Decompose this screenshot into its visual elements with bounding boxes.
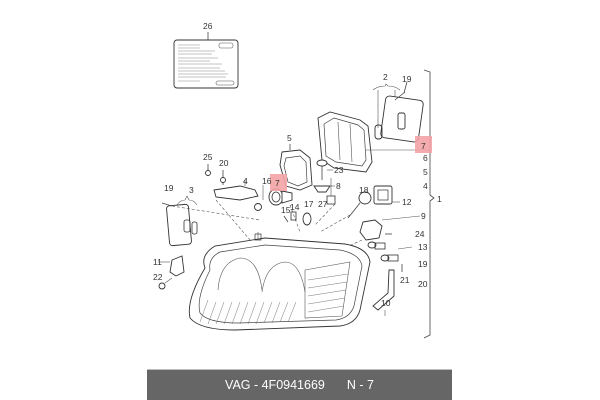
headlight-housing <box>188 232 371 331</box>
parts-diagram: 26 2 19 7 6 5 4 1 5 25 20 4 16 7 23 8 19… <box>153 21 442 339</box>
part-caption-bar: VAG - 4F0941669 N - 7 <box>147 369 452 400</box>
callout-10: 10 <box>381 298 391 308</box>
mounting-clip <box>158 255 185 290</box>
callout-21: 21 <box>400 275 410 285</box>
highlight-callout-7-right <box>415 136 432 153</box>
callout-14: 14 <box>290 202 300 212</box>
callout-15: 15 <box>281 205 291 215</box>
part-number-text: VAG - 4F0941669 <box>225 378 325 392</box>
callout-25: 25 <box>203 152 213 162</box>
warning-label-card <box>173 32 239 89</box>
callout-27: 27 <box>318 199 328 209</box>
callout-4: 4 <box>243 176 248 186</box>
callout-1: 1 <box>437 194 442 204</box>
callout-24: 24 <box>415 229 425 239</box>
callout-3: 3 <box>189 185 194 195</box>
callout-12: 12 <box>402 197 412 207</box>
callout-26: 26 <box>203 21 213 31</box>
callout-labels: 26 2 19 7 6 5 4 1 5 25 20 4 16 7 23 8 19… <box>153 21 442 308</box>
callout-23: 23 <box>334 165 344 175</box>
ballast-control-unit <box>372 81 424 143</box>
callout-8: 8 <box>336 181 341 191</box>
callout-4: 4 <box>423 181 428 191</box>
callout-11: 11 <box>153 257 162 267</box>
callout-9: 9 <box>421 211 426 221</box>
small-fasteners <box>283 178 336 226</box>
gasket-frame <box>279 144 313 191</box>
callout-7: 7 <box>421 141 426 151</box>
callout-19: 19 <box>402 74 412 84</box>
callout-13: 13 <box>418 242 428 252</box>
callout-18: 18 <box>359 185 369 195</box>
bulb-holder <box>359 215 421 272</box>
callout-20: 20 <box>418 279 428 289</box>
xenon-bulb <box>254 185 293 211</box>
callout-22: 22 <box>153 272 163 282</box>
callout-19: 19 <box>418 259 428 269</box>
side-module <box>161 195 198 247</box>
bulb-socket-cover <box>347 185 400 219</box>
housing-frame <box>317 111 430 173</box>
mount-bracket <box>205 164 259 201</box>
callout-20: 20 <box>219 158 229 168</box>
callout-5: 5 <box>423 167 428 177</box>
adjuster-lever <box>372 269 395 316</box>
screw-and-grommet <box>313 159 335 193</box>
callout-6: 6 <box>423 153 428 163</box>
callout-16: 16 <box>262 176 272 186</box>
callout-19: 19 <box>164 183 174 193</box>
highlight-callout-7-bulb <box>270 174 287 191</box>
callout-7-bulb: 7 <box>275 178 280 188</box>
callout-5: 5 <box>287 133 292 143</box>
position-text: N - 7 <box>346 378 374 392</box>
callout-17: 17 <box>304 199 314 209</box>
assembly-bracket <box>423 69 435 339</box>
callout-2: 2 <box>383 72 388 82</box>
